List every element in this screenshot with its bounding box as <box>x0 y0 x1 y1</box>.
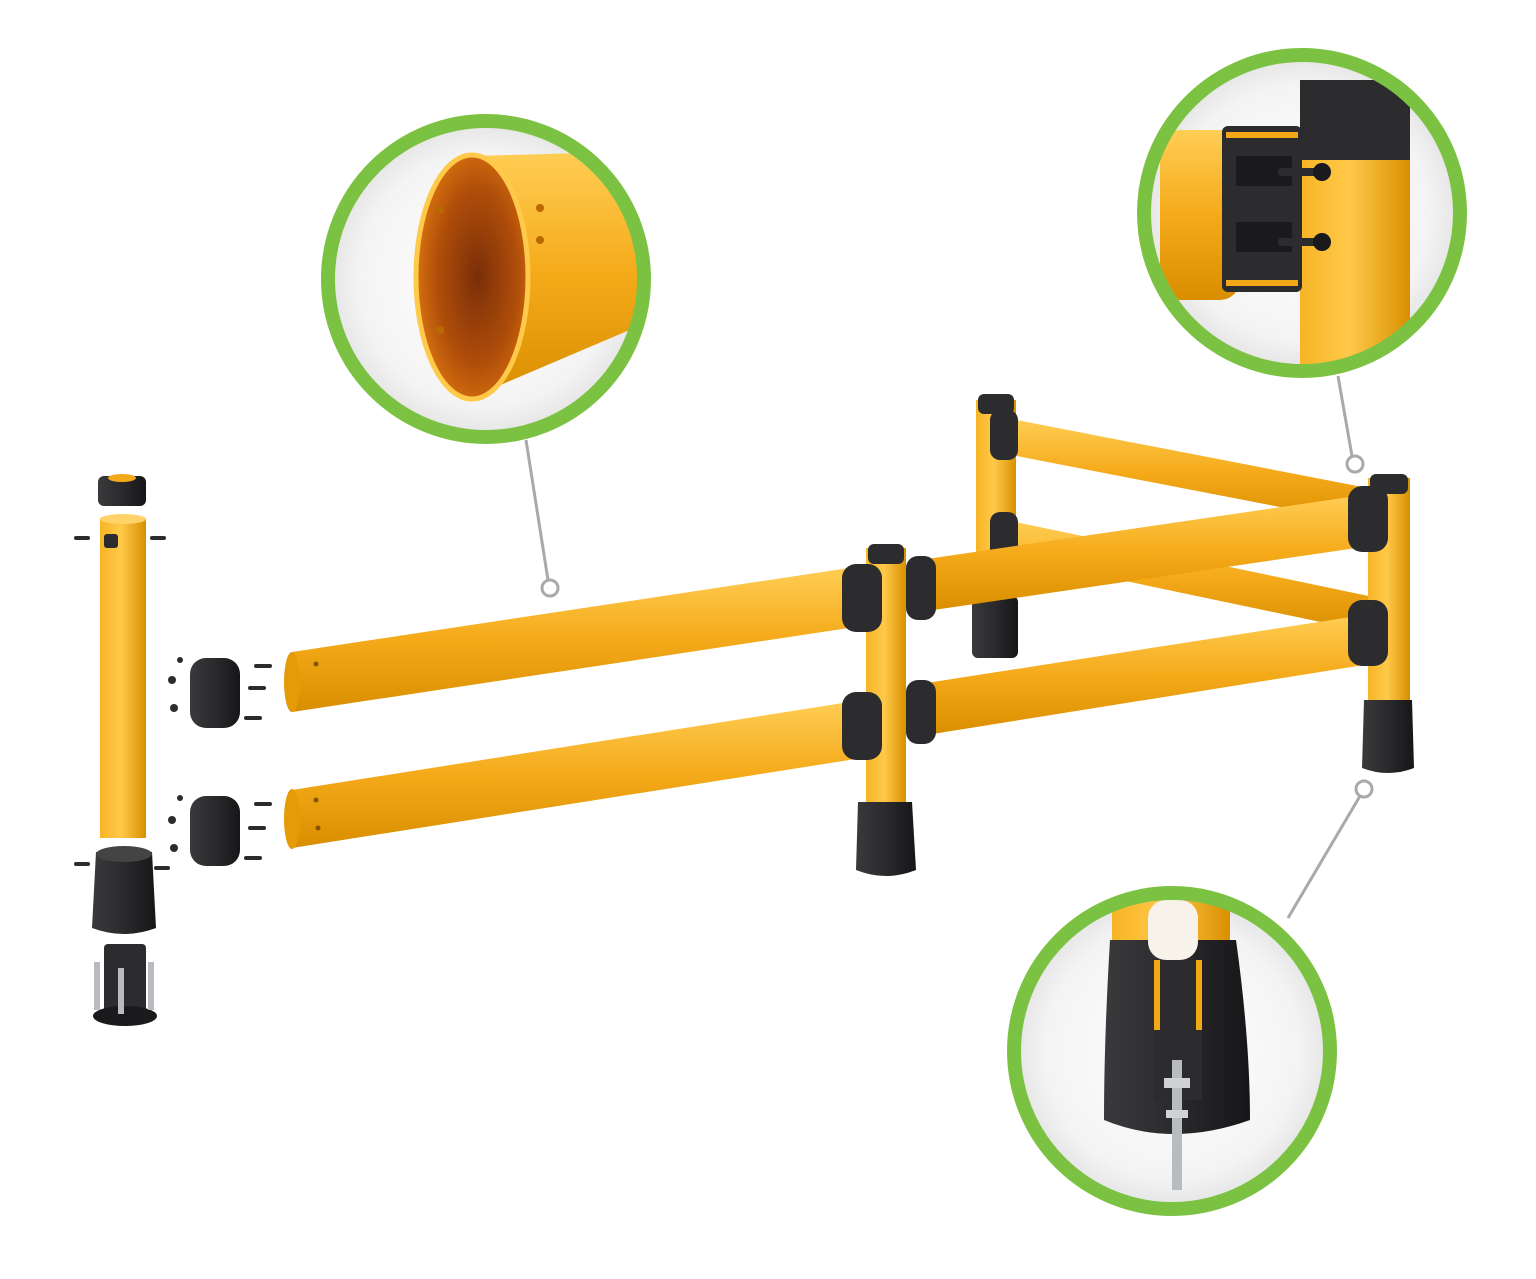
leader-dot-base <box>1354 779 1374 799</box>
callout-ring-tube <box>321 114 651 444</box>
middle-post-cap <box>868 544 904 564</box>
corner-clamp-bottom <box>1348 600 1388 666</box>
front-bottom-rail-end <box>284 789 300 849</box>
leader-line-base <box>1286 795 1362 919</box>
front-rail-span <box>284 566 862 849</box>
leader-lines <box>524 375 1374 919</box>
leader-line-tube <box>524 439 550 581</box>
leader-line-clamp <box>1336 375 1354 457</box>
clamp-plate <box>1222 126 1302 292</box>
front-bottom-rail <box>292 700 862 848</box>
right-rail-span <box>920 494 1370 736</box>
exploded-connector-upper <box>168 657 272 728</box>
front-top-rail <box>292 566 862 712</box>
corner-clamp-top <box>1348 486 1388 552</box>
exploded-foot-sleeve <box>92 852 156 934</box>
exploded-post-tube <box>100 518 146 838</box>
back-post-cap <box>978 394 1014 414</box>
middle-clamp-top-right <box>906 556 936 620</box>
clamp-bolts <box>1278 163 1331 251</box>
callout-tube-interior <box>321 114 651 444</box>
middle-post <box>842 544 936 876</box>
exploded-screws-top <box>74 536 166 540</box>
back-top-rail <box>1006 418 1378 526</box>
callout-ring-base <box>1007 886 1337 1216</box>
leader-dot-clamp <box>1345 454 1365 474</box>
exploded-anchor-base <box>93 944 157 1026</box>
right-bottom-rail <box>920 614 1370 736</box>
callout-ring-clamp <box>1137 48 1467 378</box>
back-post-foot <box>972 596 1018 658</box>
back-clamp-top <box>990 410 1018 460</box>
tube-interior-opening <box>416 155 528 399</box>
anchor-bolt <box>1164 1060 1190 1190</box>
callout-base-anchor <box>1007 886 1337 1216</box>
exploded-post-kit <box>74 474 272 1026</box>
leader-dot-tube <box>540 578 560 598</box>
middle-clamp-bottom-right <box>906 680 936 744</box>
middle-clamp-top-left <box>842 564 882 632</box>
front-top-rail-end <box>284 652 300 712</box>
middle-post-foot <box>856 802 916 876</box>
corner-post-foot <box>1362 700 1414 773</box>
corner-post <box>1348 474 1414 773</box>
callout-clamp-connector <box>1137 48 1467 378</box>
right-top-rail <box>920 494 1370 612</box>
exploded-connector-lower <box>168 795 272 866</box>
middle-clamp-bottom-left <box>842 692 882 760</box>
exploded-top-cap <box>98 476 146 506</box>
